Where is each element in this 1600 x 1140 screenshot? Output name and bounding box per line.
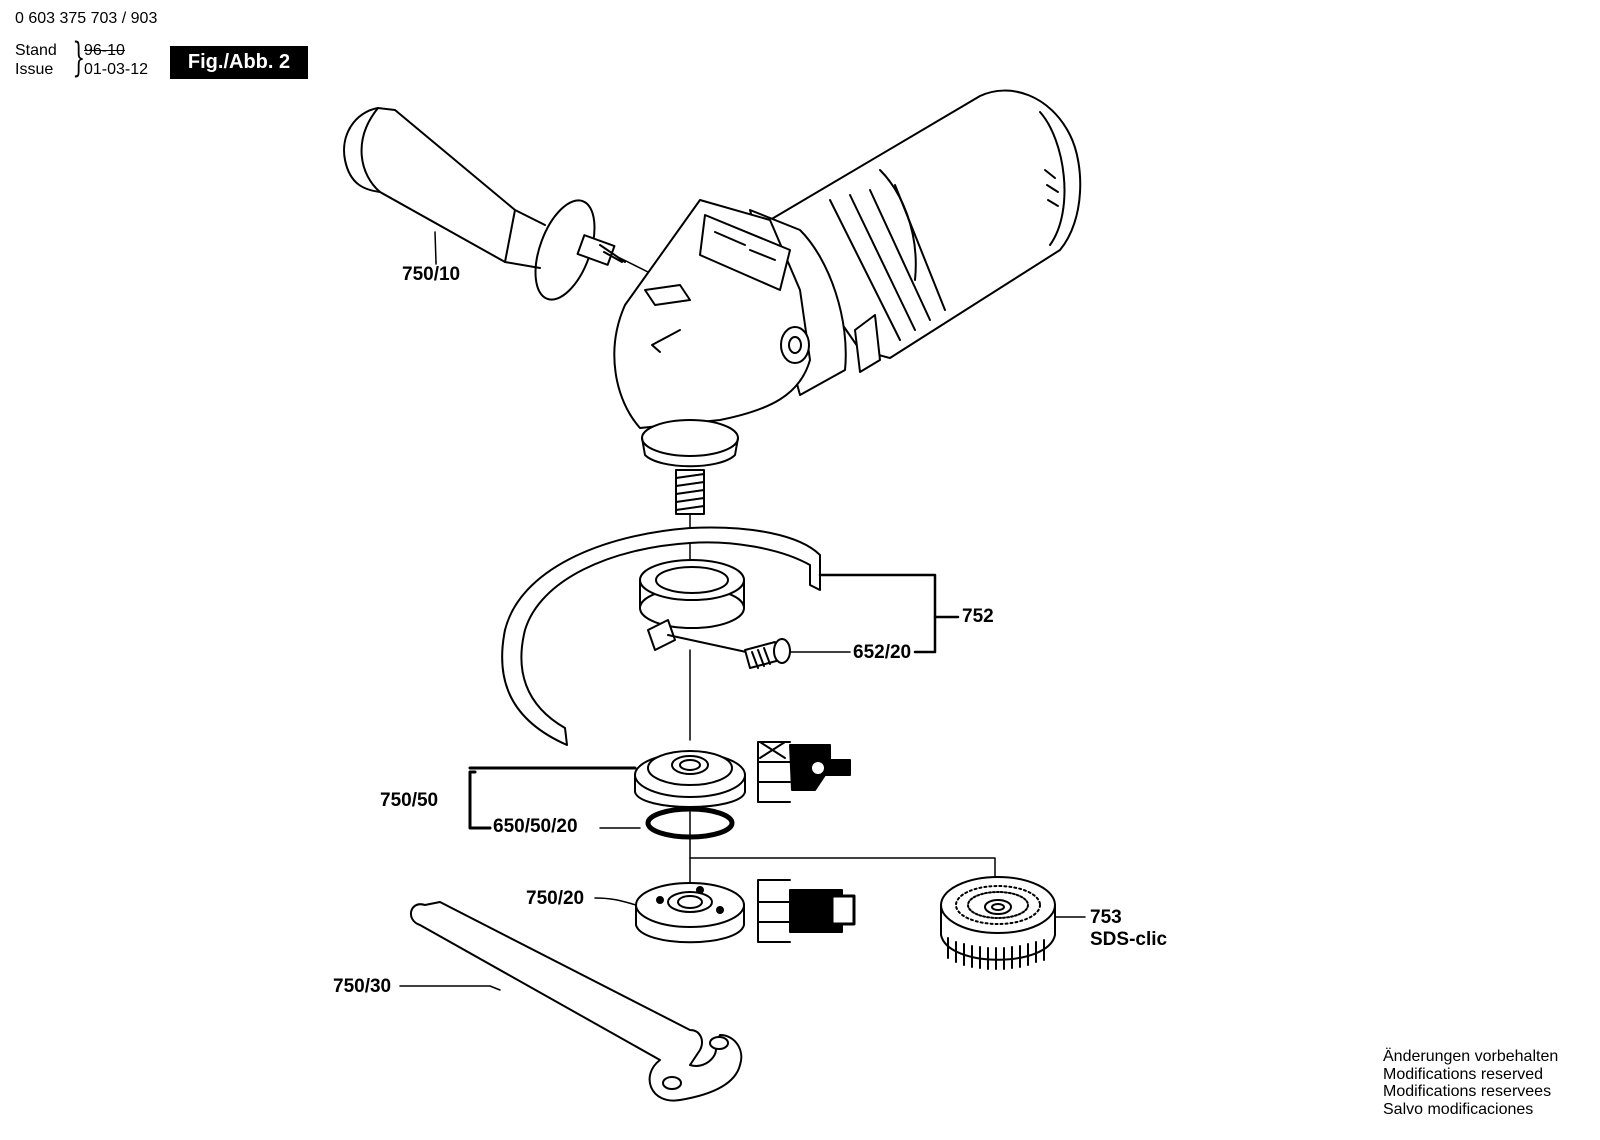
angle-grinder-body [613, 89, 1082, 515]
callout-652-20: 652/20 [853, 642, 912, 663]
mounting-flange-750-50 [468, 750, 746, 840]
figure-label: Fig./Abb. 2 [170, 46, 308, 79]
stand-value-text: 96-10 [84, 42, 125, 59]
footer-line-de: Änderungen vorbehalten [1383, 1048, 1559, 1065]
clamping-nut-750-20 [594, 882, 745, 944]
callout-753-sds-clic: SDS-clic [1090, 929, 1168, 950]
callout-752: 752 [962, 606, 994, 627]
stand-value: 96-10 [84, 42, 125, 60]
stand-label: Stand [15, 42, 57, 59]
callout-753: 753 [1090, 907, 1122, 928]
footer-disclaimer: Änderungen vorbehalten Modifications res… [1383, 1048, 1558, 1118]
issue-value: 01-03-12 [84, 61, 149, 78]
sds-clic-nut-753 [940, 876, 1086, 970]
pin-spanner-750-30 [399, 901, 743, 1102]
callout-750-20: 750/20 [526, 888, 585, 909]
footer-line-en: Modifications reserved [1383, 1065, 1544, 1083]
issue-label: Issue [15, 61, 54, 78]
wheel-guard-752 [501, 526, 960, 746]
side-handle-750-10 [343, 107, 649, 301]
footer-line-fr: Modifications reservees [1383, 1083, 1552, 1100]
flange-section-detail [757, 741, 851, 803]
brace-icon: } [72, 35, 86, 81]
callout-650-50-20: 650/50/20 [493, 816, 578, 837]
document-number: 0 603 375 703 / 903 [15, 10, 158, 27]
callout-750-30: 750/30 [333, 976, 392, 997]
callout-750-50: 750/50 [380, 790, 439, 811]
footer-line-es: Salvo modificaciones [1383, 1100, 1534, 1118]
callout-750-10: 750/10 [402, 264, 461, 285]
nut-section-detail [757, 879, 856, 943]
